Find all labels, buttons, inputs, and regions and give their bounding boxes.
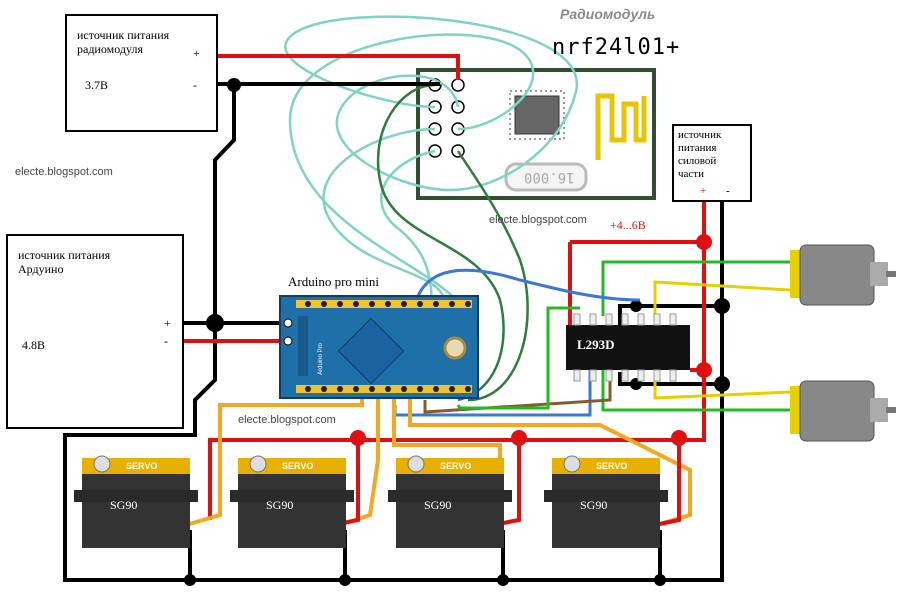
arduino-label: Arduino pro mini [288,274,379,289]
arduino-power-minus: - [164,334,168,348]
arduino-board [279,295,479,399]
radio-power-voltage: 3.7В [85,78,109,92]
radio-chip [514,95,560,135]
servo-1-model: SG90 [110,498,138,512]
radio-power-minus: - [193,78,197,92]
motor-power-plus: + [700,185,707,197]
arduino-board-text: Arduino Pro [317,343,324,375]
spi-wires [284,15,579,301]
watermark-2: electe.blogspot.com [489,214,587,226]
arduino-power-plus: + [164,316,171,330]
radio-module-caption: Радиомодуль [560,6,656,22]
motor-top [790,244,896,306]
motor-power-title-2: питания [678,142,717,154]
radio-power-source: источник питания радиомодуля + 3.7В - [65,14,218,132]
motor-bottom [790,380,896,442]
motor-power-minus: - [726,185,730,197]
motor-wires [393,260,791,417]
arduino-power-source: источник питания Ардуино + 4.8В - [6,234,184,429]
servo-2-model: SG90 [266,498,294,512]
servo-1-brand: SERVO [126,461,158,471]
l293d-chip [566,313,690,382]
motor-power-source: источник питания силовой части + - [672,124,752,202]
crystal-oscillator [504,162,588,192]
servo-3-brand: SERVO [440,461,472,471]
radio-power-title-2: радиомодуля [77,42,143,56]
servo-4-brand: SERVO [596,461,628,471]
radio-power-title-1: источник питания [77,28,170,42]
motor-voltage-label: +4...6В [610,218,646,232]
radio-power-plus: + [193,46,200,60]
servo-4-model: SG90 [580,498,608,512]
watermark-3: electe.blogspot.com [238,414,336,426]
motor-power-title-4: части [678,168,704,180]
servo-3-model: SG90 [424,498,452,512]
servo-2-brand: SERVO [282,461,314,471]
radio-module-name: nrf24l01+ [552,35,681,60]
reset-button [443,336,467,360]
power-wires [182,54,706,520]
motor-power-title-1: источник [678,129,722,141]
arduino-power-title-1: источник питания [18,248,111,262]
servo-bodies [74,455,668,548]
spi-wires-dark [376,83,529,402]
motor-power-title-3: силовой [678,155,717,167]
l293d-label: L293D [577,337,615,352]
arduino-chip [337,317,405,385]
junction-dots [184,78,730,586]
arduino-pin-holes [305,301,471,392]
crystal-label: 16.000 [524,169,575,185]
watermark-1: electe.blogspot.com [15,166,113,178]
antenna-trace [595,93,647,160]
arduino-power-title-2: Ардуино [18,262,64,276]
arduino-power-voltage: 4.8В [22,338,46,352]
